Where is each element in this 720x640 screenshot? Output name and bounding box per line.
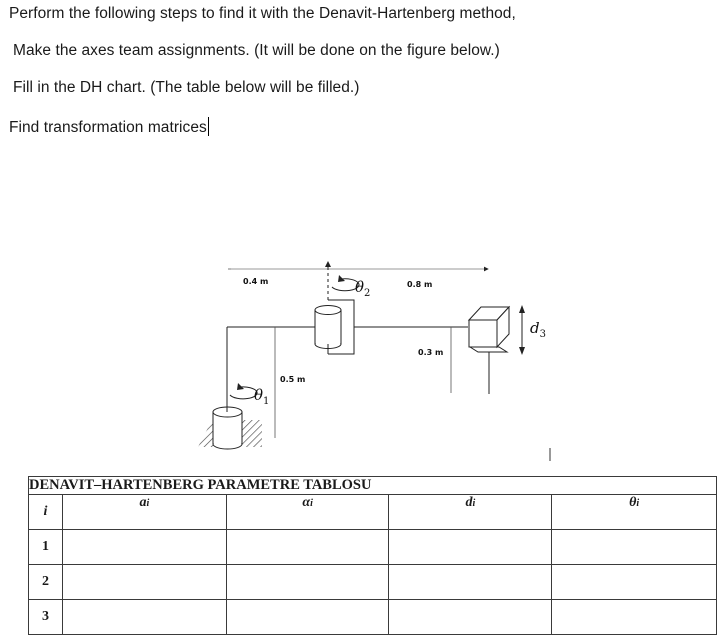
cell-alpha[interactable] (225, 599, 390, 635)
cell-a[interactable] (61, 599, 227, 635)
header-i: i (28, 494, 63, 530)
table-row: 2 (28, 564, 717, 600)
header-alpha: αi (225, 494, 390, 530)
cell-d[interactable] (388, 564, 553, 600)
dim-label-0-3m: 0.3 m (418, 348, 443, 357)
theta1-label: θ1 (254, 386, 269, 407)
link-1 (226, 326, 315, 412)
joint-1-cylinder (212, 406, 243, 450)
cell-alpha[interactable] (225, 564, 390, 600)
row-index: 1 (28, 529, 63, 565)
text-cursor (207, 117, 209, 136)
dim-label-0-8m: 0.8 m (407, 280, 432, 289)
dim-label-0-4m: 0.4 m (243, 277, 268, 286)
table-row: 3 (28, 599, 717, 635)
cell-d[interactable] (388, 529, 553, 565)
d3-label: d3 (530, 319, 546, 340)
instruction-line-4-text: Find transformation matrices (9, 119, 207, 136)
table-row: 1 (28, 529, 717, 565)
cell-a[interactable] (61, 529, 227, 565)
cell-d[interactable] (388, 599, 553, 635)
rotation-arrow-theta2-icon (331, 275, 360, 292)
row-index: 2 (28, 564, 63, 600)
dh-parameter-table: DENAVIT–HARTENBERG PARAMETRE TABLOSU i a… (28, 476, 717, 635)
cell-theta[interactable] (551, 529, 717, 565)
joint-2-cylinder (314, 299, 355, 355)
cell-alpha[interactable] (225, 529, 390, 565)
instruction-line-4[interactable]: Find transformation matrices (9, 117, 209, 137)
theta2-label: θ2 (355, 278, 370, 299)
row-index: 3 (28, 599, 63, 635)
joint-3-prismatic-cube (467, 305, 511, 394)
robot-arm-diagram: 0.4 m 0.8 m θ1 0.5 m θ2 (198, 261, 551, 461)
dim-label-0-5m: 0.5 m (280, 375, 305, 384)
instruction-line-3: Fill in the DH chart. (The table below w… (13, 79, 360, 96)
cell-theta[interactable] (551, 564, 717, 600)
instruction-line-1: Perform the following steps to find it w… (9, 5, 516, 22)
cell-a[interactable] (61, 564, 227, 600)
header-a: ai (61, 494, 227, 530)
header-d: di (388, 494, 553, 530)
table-header-row: i ai αi di θi (28, 494, 717, 530)
table-title: DENAVIT–HARTENBERG PARAMETRE TABLOSU (28, 476, 717, 495)
prismatic-arrow-d3-icon (519, 305, 525, 355)
rotation-arrow-theta1-icon (229, 383, 258, 400)
instruction-line-2: Make the axes team assignments. (It will… (13, 42, 500, 59)
header-theta: θi (551, 494, 717, 530)
cell-theta[interactable] (551, 599, 717, 635)
